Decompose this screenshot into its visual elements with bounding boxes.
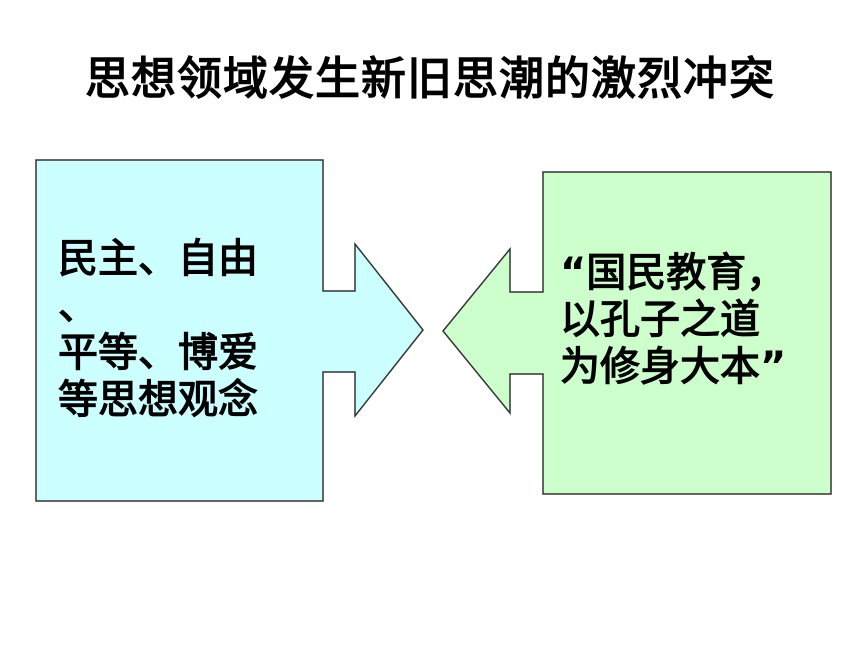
- slide-title: 思想领域发生新旧思潮的激烈冲突: [84, 52, 775, 105]
- right-box-text: “国民教育， 以孔子之道 为修身大本”: [560, 250, 787, 390]
- right-arrow-box: [442, 171, 832, 495]
- left-box-text: 民主、自由 、 平等、博爱 等思想观念: [58, 236, 258, 423]
- left-arrow-box: [35, 159, 424, 502]
